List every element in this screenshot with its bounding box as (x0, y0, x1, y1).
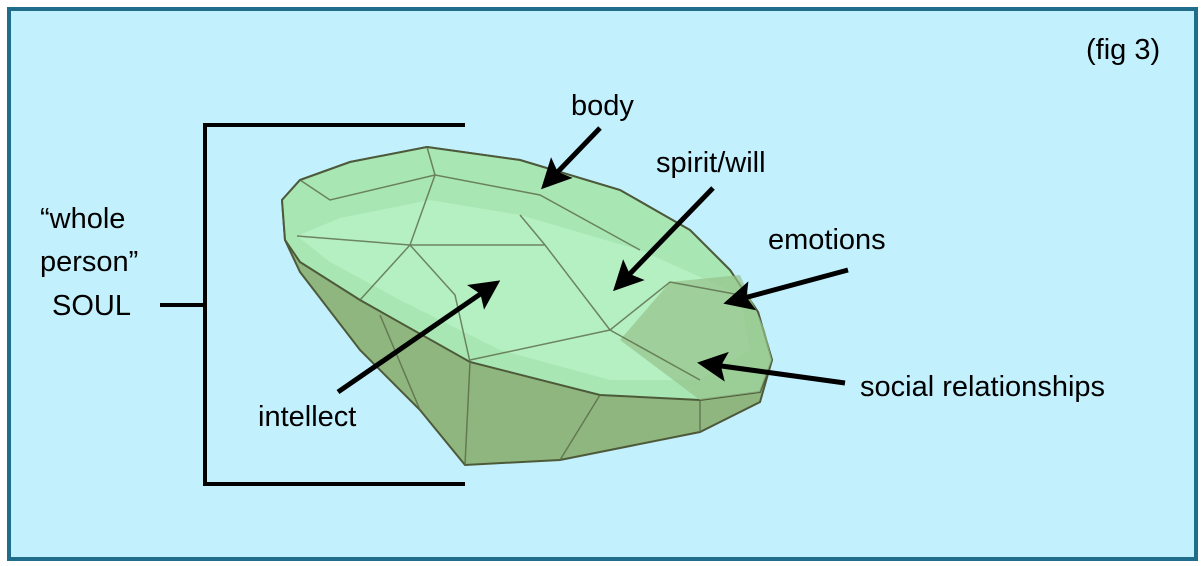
label-intellect: intellect (258, 401, 357, 433)
figure-label: (fig 3) (1086, 34, 1161, 66)
arrow-spirit (613, 186, 715, 292)
arrow-emotions (723, 267, 849, 311)
label-social-relationships: social relationships (860, 371, 1106, 403)
label-spirit-will: spirit/will (656, 147, 766, 179)
arrow-social (697, 351, 846, 386)
soul-bracket (160, 123, 465, 486)
arrow-body (541, 126, 602, 190)
label-soul: SOUL (52, 290, 131, 322)
label-emotions: emotions (768, 224, 886, 256)
gem-facet-lines (296, 146, 741, 466)
label-whole: “whole (40, 203, 126, 235)
arrow-intellect (336, 280, 501, 395)
arrows (336, 126, 849, 395)
label-person: person” (40, 246, 139, 278)
label-body: body (571, 90, 634, 122)
